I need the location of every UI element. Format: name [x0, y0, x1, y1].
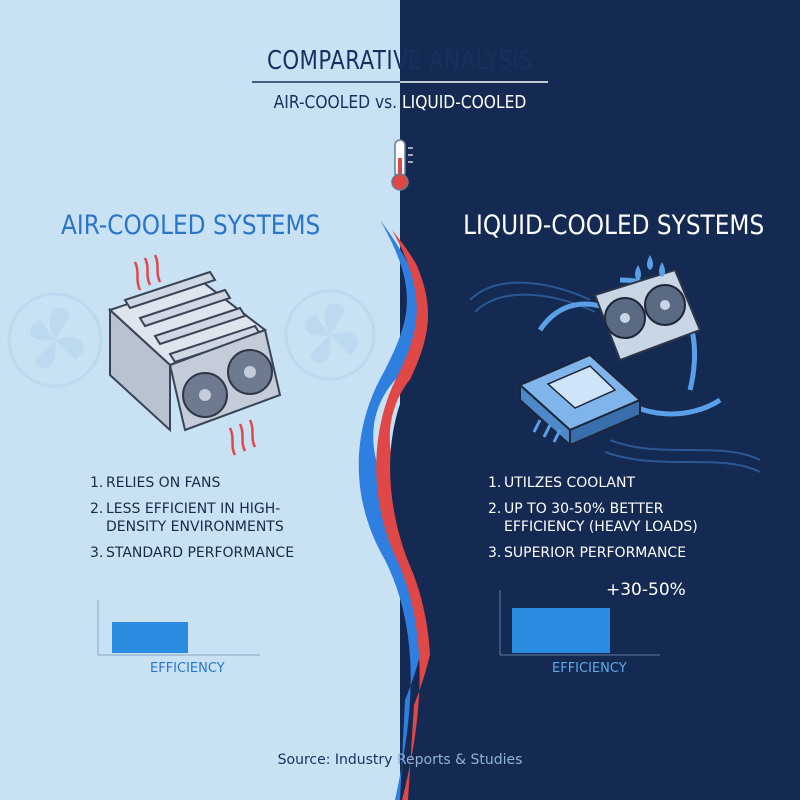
list-text: SUPERIOR PERFORMANCE — [504, 545, 687, 561]
source-citation: Source: Industry Reports & Studies — [0, 752, 800, 768]
divider-wave-navy — [390, 240, 449, 800]
liquid-efficiency-chart — [499, 590, 660, 656]
list-text: UP TO 30-50% BETTER EFFICIENCY (HEAVY LO… — [504, 501, 698, 535]
list-item: 3.STANDARD PERFORMANCE — [90, 544, 320, 562]
subtitle-liquid-text: LIQUID-COOLED — [402, 92, 527, 113]
list-text: UTILZES COOLANT — [504, 475, 636, 491]
liquid-cooled-heading: LIQUID-COOLED SYSTEMS — [463, 210, 765, 241]
page-title: COMPARATIVE ANALYSIS — [72, 46, 728, 76]
list-item: 2.LESS EFFICIENT IN HIGH-DENSITY ENVIRON… — [90, 500, 320, 536]
list-number: 2. — [488, 501, 502, 517]
subtitle-air-text: AIR-COOLED vs. — [273, 92, 398, 113]
list-item: 3.SUPERIOR PERFORMANCE — [488, 544, 728, 562]
liquid-efficiency-bar — [512, 608, 610, 653]
source-text-left: Source: Industry — [277, 752, 393, 768]
list-number: 2. — [90, 501, 104, 517]
list-item: 1.UTILZES COOLANT — [488, 474, 728, 492]
air-efficiency-chart — [97, 600, 260, 656]
efficiency-delta-label: +30-50% — [606, 580, 686, 600]
list-number: 3. — [488, 545, 502, 561]
list-number: 3. — [90, 545, 104, 561]
air-cooler-illustration — [108, 254, 282, 456]
list-text: LESS EFFICIENT IN HIGH-DENSITY ENVIRONME… — [106, 501, 284, 535]
air-cooled-points: 1.RELIES ON FANS 2.LESS EFFICIENT IN HIG… — [90, 474, 320, 570]
air-efficiency-bar — [112, 622, 188, 653]
liquid-efficiency-label: EFFICIENCY — [552, 661, 627, 676]
liquid-cooler-illustration — [469, 255, 761, 473]
liquid-cooled-points: 1.UTILZES COOLANT 2.UP TO 30-50% BETTER … — [488, 474, 728, 570]
list-text: STANDARD PERFORMANCE — [106, 545, 295, 561]
air-efficiency-label: EFFICIENCY — [150, 661, 225, 676]
air-cooled-heading: AIR-COOLED SYSTEMS — [61, 210, 321, 241]
thermometer-icon — [391, 139, 413, 191]
list-item: 1.RELIES ON FANS — [90, 474, 320, 492]
list-item: 2.UP TO 30-50% BETTER EFFICIENCY (HEAVY … — [488, 500, 728, 536]
list-text: RELIES ON FANS — [106, 475, 221, 491]
list-number: 1. — [90, 475, 104, 491]
fan-watermark-icon — [7, 289, 376, 388]
page-title-text: COMPARATIVE ANALYSIS — [267, 46, 533, 76]
list-number: 1. — [488, 475, 502, 491]
source-text-right: Reports & Studies — [396, 752, 523, 768]
page-subtitle: AIR-COOLED vs. LIQUID-COOLED — [56, 92, 744, 113]
